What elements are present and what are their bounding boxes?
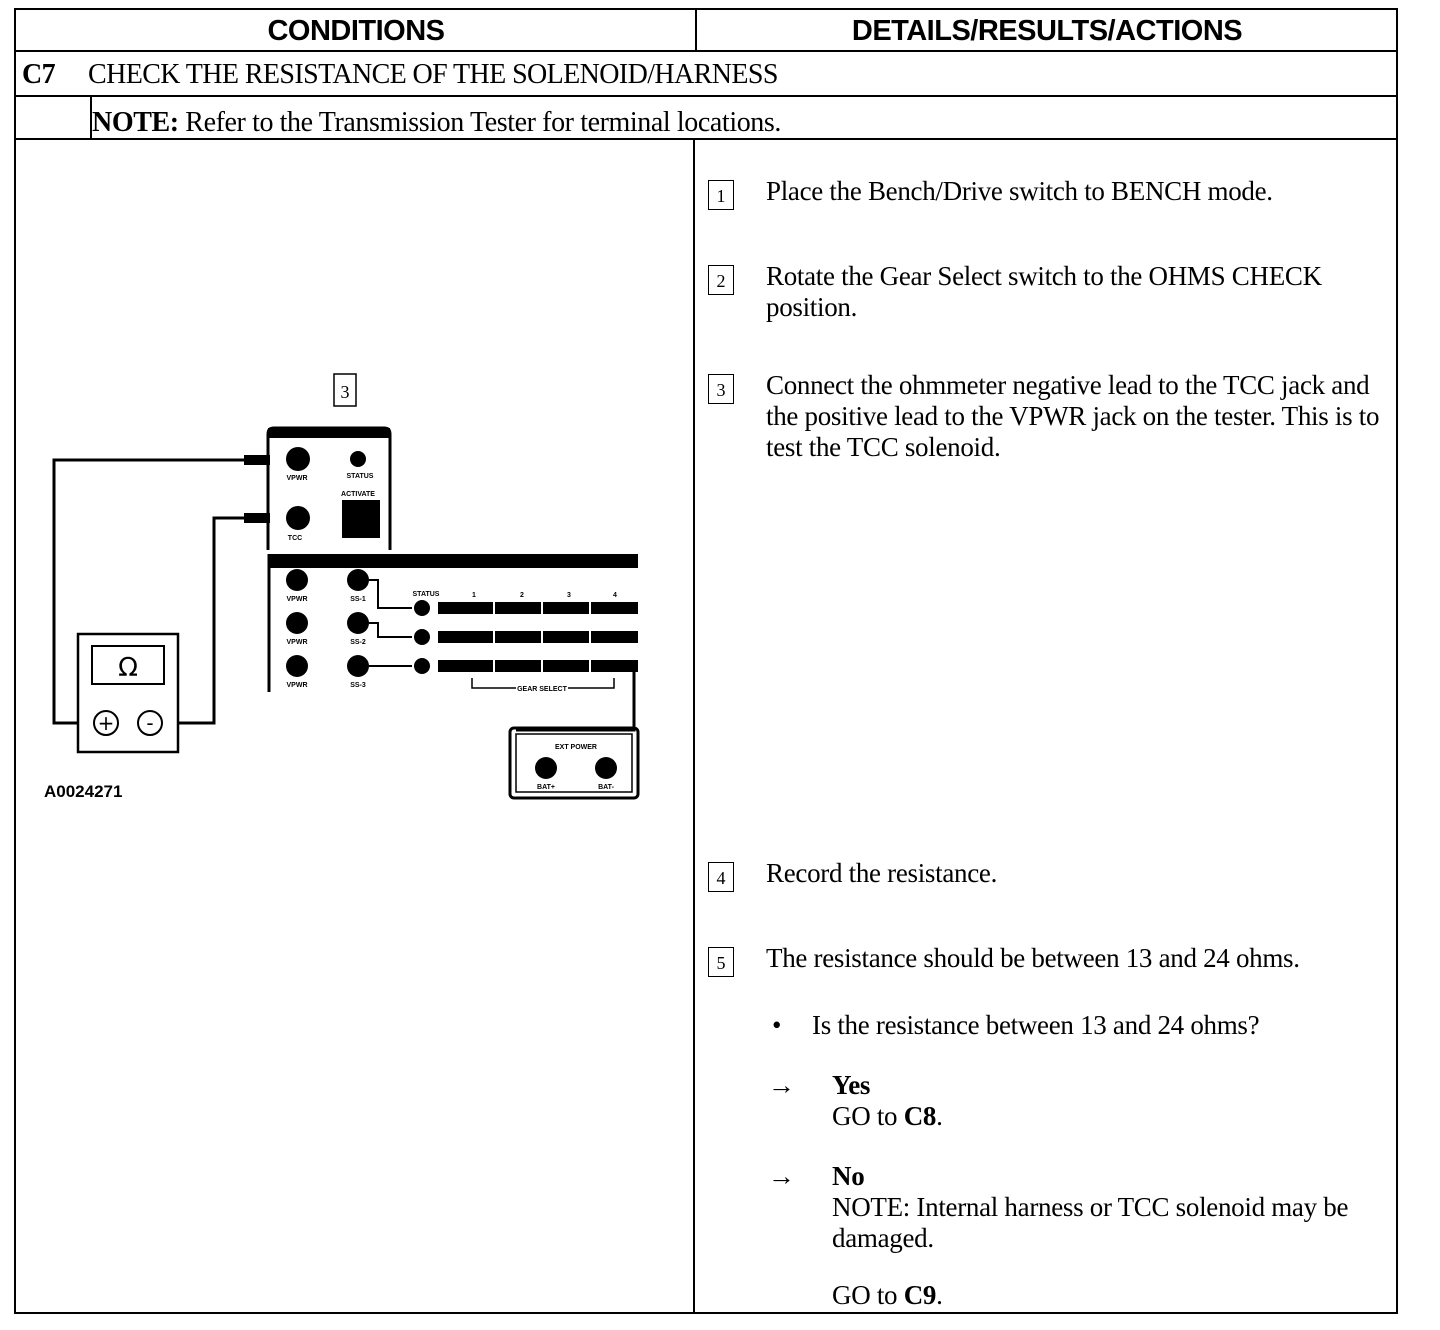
meter-minus-terminal: -: [146, 711, 153, 735]
top-status-label: STATUS: [347, 473, 374, 480]
gear-number-3: 3: [567, 592, 571, 599]
question-bullet: •: [772, 1010, 782, 1040]
bat-plus-label: BAT+: [537, 784, 555, 791]
no-go-suffix: .: [936, 1280, 943, 1310]
step-2-number: 2: [708, 265, 734, 295]
step-3-number: 3: [708, 374, 734, 404]
top-vpwr-label: VPWR: [287, 475, 308, 482]
figure-code: A0024271: [44, 782, 122, 801]
figure-step-label: 3: [341, 382, 350, 402]
ohm-symbol: Ω: [118, 653, 138, 683]
lower-vpwr-label-2: VPWR: [287, 639, 308, 646]
top-activate-label: ACTIVATE: [341, 491, 375, 498]
ext-power-panel: EXT POWER BAT+ BAT-: [508, 726, 640, 800]
no-answer: No NOTE: Internal harness or TCC solenoi…: [832, 1161, 1372, 1254]
yes-go-prefix: GO to: [832, 1101, 904, 1131]
conditions-header: CONDITIONS: [267, 15, 445, 47]
section-id: C7: [22, 59, 56, 90]
yes-answer: Yes GO to C8.: [832, 1070, 943, 1132]
step-2-text: Rotate the Gear Select switch to the OHM…: [766, 261, 1322, 322]
details-header: DETAILS/RESULTS/ACTIONS: [851, 15, 1243, 47]
ss1-label: SS-1: [350, 596, 366, 603]
yes-go-target: C8: [903, 1101, 937, 1131]
bat-minus-label: BAT-: [598, 784, 614, 791]
gear-number-2: 2: [520, 592, 524, 599]
ss3-label: SS-3: [350, 682, 366, 689]
top-tcc-label: TCC: [288, 535, 302, 542]
question-text: Is the resistance between 13 and 24 ohms…: [812, 1010, 1260, 1040]
gear-select-label: GEAR SELECT: [517, 686, 568, 693]
meter-plus-terminal: +: [98, 711, 115, 735]
note-indent-divider: [90, 97, 92, 140]
gear-number-4: 4: [613, 592, 617, 599]
no-note: NOTE: Internal harness or TCC solenoid m…: [832, 1192, 1349, 1253]
gear-number-1: 1: [472, 592, 476, 599]
yes-arrow: →: [768, 1070, 795, 1100]
section-divider: [16, 95, 1396, 97]
section-title: C7 CHECK THE RESISTANCE OF THE SOLENOID/H…: [22, 53, 778, 97]
step-3-text: Connect the ohmmeter negative lead to th…: [766, 370, 1380, 462]
ss2-label: SS-2: [350, 639, 366, 646]
step-5-text: The resistance should be between 13 and …: [766, 943, 1300, 973]
no-go-line: GO to C9.: [832, 1280, 943, 1311]
step-5-number: 5: [708, 947, 734, 977]
tester-top-panel: VPWR STATUS ACTIVATE TCC: [266, 426, 392, 550]
no-go-target: C9: [903, 1280, 937, 1310]
note-text: Refer to the Transmission Tester for ter…: [185, 107, 781, 138]
lower-vpwr-label-1: VPWR: [287, 596, 308, 603]
lower-vpwr-label-3: VPWR: [287, 682, 308, 689]
step-1-text: Place the Bench/Drive switch to BENCH mo…: [766, 176, 1273, 206]
lower-status-label: STATUS: [413, 591, 440, 598]
diagnostic-table: CONDITIONS DETAILS/RESULTS/ACTIONS C7 CHE…: [14, 8, 1398, 1314]
section-title-text: CHECK THE RESISTANCE OF THE SOLENOID/HAR…: [88, 59, 778, 90]
header-divider: [16, 50, 1396, 52]
tester-wiring-diagram: 3 Ω + - VPWR STATUS ACTIVATE TCC: [44, 373, 640, 801]
no-arrow: →: [768, 1161, 795, 1191]
step-4-number: 4: [708, 862, 734, 892]
no-go-prefix: GO to: [832, 1280, 904, 1310]
tester-lower-panel: VPWR VPWR VPWR SS-1 SS-2 SS-3 STATUS 1 2…: [267, 554, 638, 732]
note-label: NOTE:: [92, 107, 179, 138]
no-label: No: [832, 1161, 865, 1191]
yes-go-suffix: .: [936, 1101, 943, 1131]
header-column-divider: [695, 10, 697, 51]
ohmmeter: Ω + -: [76, 632, 180, 754]
ext-power-title: EXT POWER: [555, 744, 597, 751]
body-column-divider: [693, 140, 695, 1314]
note-divider: [16, 138, 1396, 140]
step-4-text: Record the resistance.: [766, 858, 998, 888]
step-1-number: 1: [708, 180, 734, 210]
note-line: NOTE: Refer to the Transmission Tester f…: [92, 100, 781, 146]
yes-label: Yes: [832, 1070, 871, 1100]
